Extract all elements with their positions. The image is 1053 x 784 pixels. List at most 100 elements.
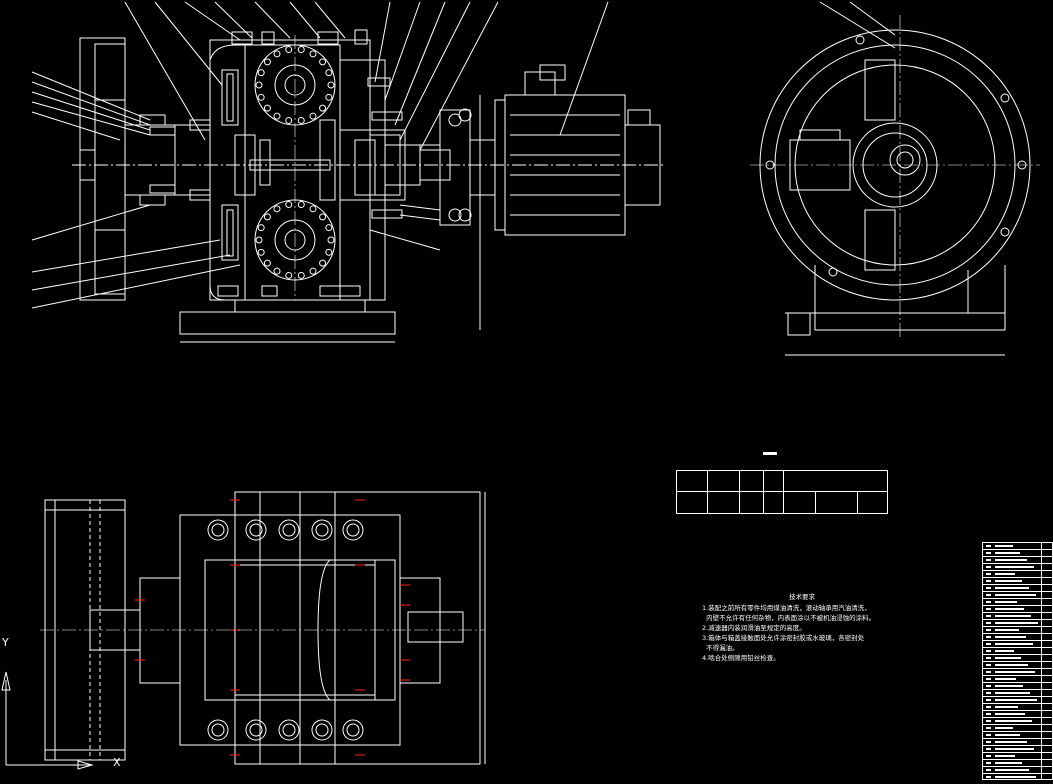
- parts-list-row: [983, 739, 1052, 746]
- axis-x-label: X: [113, 756, 121, 769]
- parts-list-row: [983, 627, 1052, 634]
- bolt-hole: [315, 523, 329, 537]
- bolt-hole: [282, 523, 296, 537]
- parts-list-row: [983, 711, 1052, 718]
- parts-list-row: [983, 550, 1052, 557]
- gear-tooth: [327, 236, 335, 244]
- parts-list-row: [983, 697, 1052, 704]
- gear-tooth: [319, 58, 327, 66]
- gear-tooth: [257, 248, 265, 256]
- gear-tooth: [325, 69, 333, 77]
- ucs-axis-icon: [1, 671, 94, 770]
- bolt-hole: [346, 523, 360, 537]
- bolt-hole: [211, 523, 225, 537]
- parts-list-row: [983, 690, 1052, 697]
- bolt-hole: [207, 719, 229, 741]
- gear-tooth: [285, 271, 293, 279]
- bolt-hole: [342, 519, 364, 541]
- parts-list-row: [983, 669, 1052, 676]
- axis-y-label: Y: [2, 636, 9, 649]
- gear-tooth: [297, 46, 305, 54]
- bolt-hole: [278, 519, 300, 541]
- parts-list-row: [983, 641, 1052, 648]
- gear-tooth: [319, 259, 327, 267]
- gear-tooth: [273, 112, 281, 120]
- bolt-hole: [346, 723, 360, 737]
- gear-tooth: [257, 224, 265, 232]
- gear-tooth: [285, 116, 293, 124]
- parts-list-row: [983, 571, 1052, 578]
- parts-list-row: [983, 564, 1052, 571]
- parts-list-row: [983, 634, 1052, 641]
- bolt-hole: [311, 519, 333, 541]
- parts-list-row: [983, 620, 1052, 627]
- gear-tooth: [319, 213, 327, 221]
- parts-list-row: [983, 725, 1052, 732]
- bolt-hole: [249, 523, 263, 537]
- gear-tooth: [273, 267, 281, 275]
- notes-heading: 技术要求: [789, 593, 815, 601]
- parts-list-row: [983, 760, 1052, 767]
- gear-tooth: [285, 201, 293, 209]
- parts-list: [982, 542, 1053, 780]
- gear-tooth: [297, 271, 305, 279]
- gear-tooth: [309, 112, 317, 120]
- gear-tooth: [309, 50, 317, 58]
- gear-tooth: [325, 248, 333, 256]
- parts-list-row: [983, 718, 1052, 725]
- bolt-hole: [249, 723, 263, 737]
- gear-tooth: [297, 201, 305, 209]
- parts-list-row: [983, 662, 1052, 669]
- technical-notes: 技术要求 1.装配之前所有零件均用煤油清洗，滚动轴承用汽油清洗， 内壁不允许有任…: [702, 592, 902, 663]
- bolt-hole: [278, 719, 300, 741]
- parts-list-row: [983, 655, 1052, 662]
- side-view: [750, 1, 1040, 356]
- parts-list-row: [983, 592, 1052, 599]
- parts-list-row: [983, 676, 1052, 683]
- table-title-mark: [763, 452, 777, 455]
- gear-tooth: [257, 69, 265, 77]
- notes-line: 4.啮合处侧隙用铅丝检查。: [702, 654, 780, 662]
- parts-list-row: [983, 585, 1052, 592]
- bolt-hole: [211, 723, 225, 737]
- notes-line: 2.减速器内装润滑油至规定的高度。: [702, 624, 806, 632]
- parts-list-row: [983, 599, 1052, 606]
- notes-line: 1.装配之前所有零件均用煤油清洗，滚动轴承用汽油清洗，: [702, 604, 871, 612]
- gear-tooth: [263, 213, 271, 221]
- notes-line: 内壁不允许有任何杂物，内表面涂以不被机油浸蚀的涂料。: [702, 614, 876, 622]
- parts-list-row: [983, 648, 1052, 655]
- bolt-hole: [315, 723, 329, 737]
- gear-tooth: [255, 81, 263, 89]
- gear-tooth: [257, 93, 265, 101]
- notes-line: 3.箱体与箱盖接触面处允许涂密封胶或水玻璃，各密封处: [702, 634, 865, 642]
- gear-tooth: [273, 50, 281, 58]
- gear-tooth: [285, 46, 293, 54]
- gear-tooth: [309, 205, 317, 213]
- parts-list-row: [983, 543, 1052, 550]
- bolt-hole: [311, 719, 333, 741]
- parameter-table: [676, 470, 888, 514]
- gear-tooth: [319, 104, 327, 112]
- front-view: [31, 1, 665, 343]
- gear-tooth: [325, 93, 333, 101]
- parts-list-row: [983, 613, 1052, 620]
- top-view: [40, 491, 486, 765]
- gear-tooth: [325, 224, 333, 232]
- gear-tooth: [297, 116, 305, 124]
- parts-list-row: [983, 774, 1052, 779]
- bolt-hole: [282, 723, 296, 737]
- parts-list-row: [983, 683, 1052, 690]
- bolt-hole: [245, 719, 267, 741]
- parts-list-row: [983, 753, 1052, 760]
- gear-tooth: [273, 205, 281, 213]
- notes-line: 不得漏油。: [702, 644, 739, 652]
- gear-tooth: [327, 81, 335, 89]
- gear-tooth: [309, 267, 317, 275]
- parts-list-row: [983, 606, 1052, 613]
- parts-list-row: [983, 746, 1052, 753]
- gear-tooth: [255, 236, 263, 244]
- bolt-hole: [245, 519, 267, 541]
- parts-list-row: [983, 557, 1052, 564]
- gear-tooth: [263, 259, 271, 267]
